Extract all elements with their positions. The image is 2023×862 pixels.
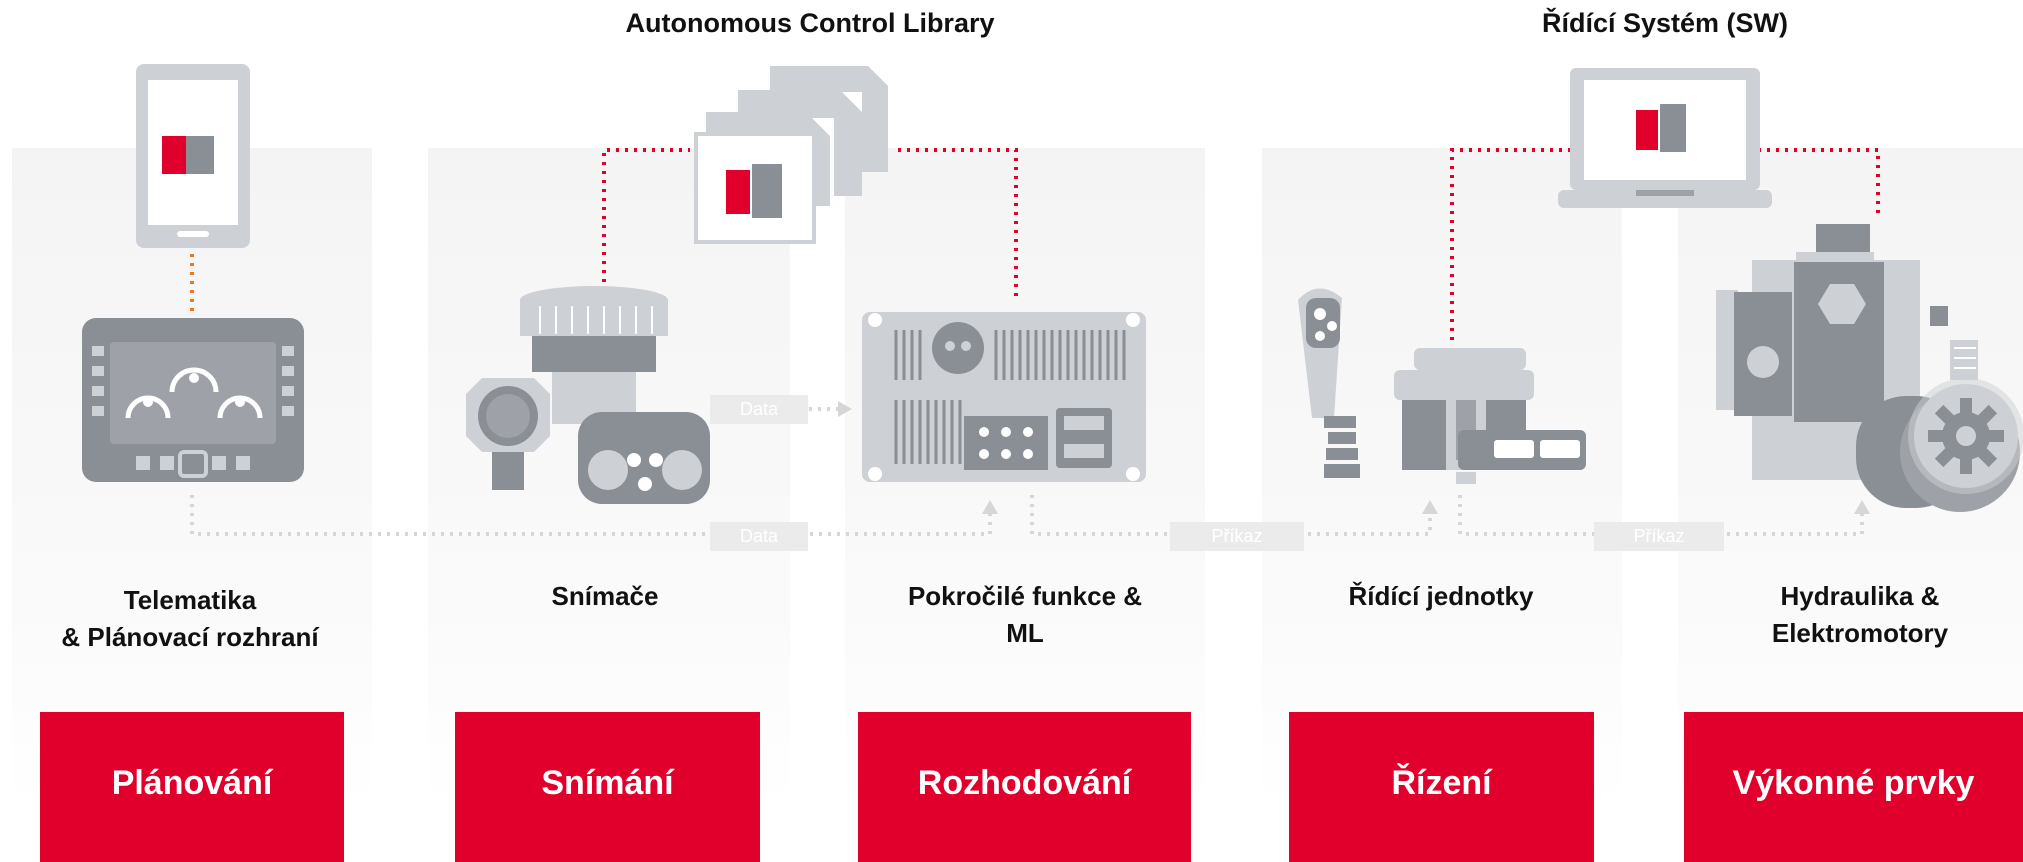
flow-arrowheads [838,401,1870,514]
flow-label-command-2: Příkaz [1594,522,1724,551]
column-bg-control [1262,148,1622,804]
stage-decision-button[interactable]: Rozhodování [858,712,1191,862]
controller-box-icon [862,312,1146,482]
control-unit-icon [1394,348,1586,484]
sensor-lidar-icon [520,286,668,424]
caption-advanced-functions: Pokročilé funkce & ML [907,581,1143,648]
joystick-icon [1298,288,1360,478]
electric-motor-icon [1856,378,2023,512]
stereo-camera-icon [578,412,710,504]
stage-control-button[interactable]: Řízení [1289,712,1594,862]
caption-sensors: Snímače [551,581,659,611]
system-heading: Řídící Systém (SW) [1541,8,1789,38]
library-pages-icon [694,66,888,244]
caption-telematics: Telematika & Plánovací rozhraní [61,585,319,652]
flow-label-data-top: Data [710,395,808,424]
red-link-system [1450,148,1880,340]
laptop-icon [1558,68,1772,208]
stage-sensing-button[interactable]: Snímání [455,712,760,862]
flow-label-data-bottom: Data [710,522,808,551]
camera-icon [466,378,550,490]
stage-planning-button[interactable]: Plánování [40,712,344,862]
red-link-library [602,148,1018,300]
flow-label-command-1: Příkaz [1170,522,1304,551]
tablet-icon [136,64,250,248]
stage-actuators-button[interactable]: Výkonné prvky [1684,712,2023,862]
display-unit-icon [82,318,304,482]
caption-control-units: Řídící jednotky [1348,581,1534,611]
caption-hydraulics: Hydraulika & Elektromotory [1771,581,1949,648]
library-heading: Autonomous Control Library [625,8,995,38]
